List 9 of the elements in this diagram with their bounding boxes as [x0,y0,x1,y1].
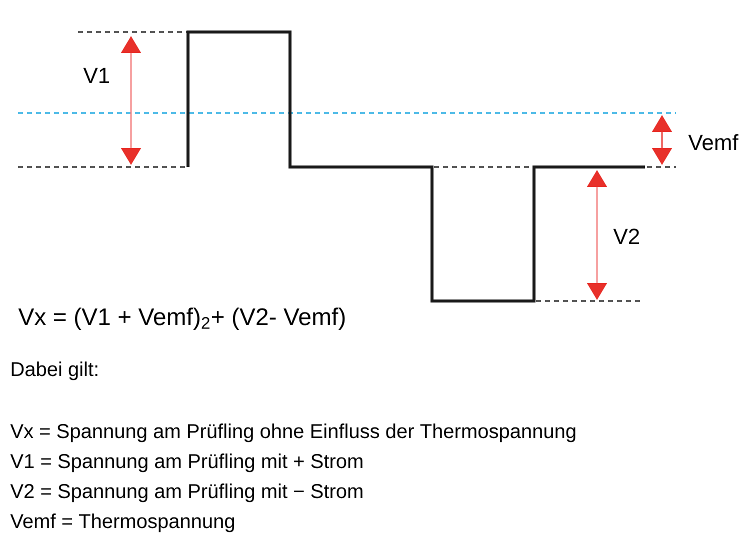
note-heading: Dabei gilt: [12,362,98,380]
definition-text: Vemf = Thermospannung [10,514,234,532]
dimension-label: V2 [613,228,640,244]
dimension-label: V1 [83,68,110,83]
definition-text: V2 = Spannung am Prüfling mit − Strom [10,484,362,502]
formula: Vx = (V1 + Vemf)$_{2}$+ (V2- Vemf) [18,308,345,330]
dimension-label: Vemf [688,134,738,150]
definition-text: V1 = Spannung am Prüfling mit + Strom [10,454,362,472]
definition-text: Vx = Spannung am Prüfling ohne Einfluss der Thermospannung [10,424,576,442]
